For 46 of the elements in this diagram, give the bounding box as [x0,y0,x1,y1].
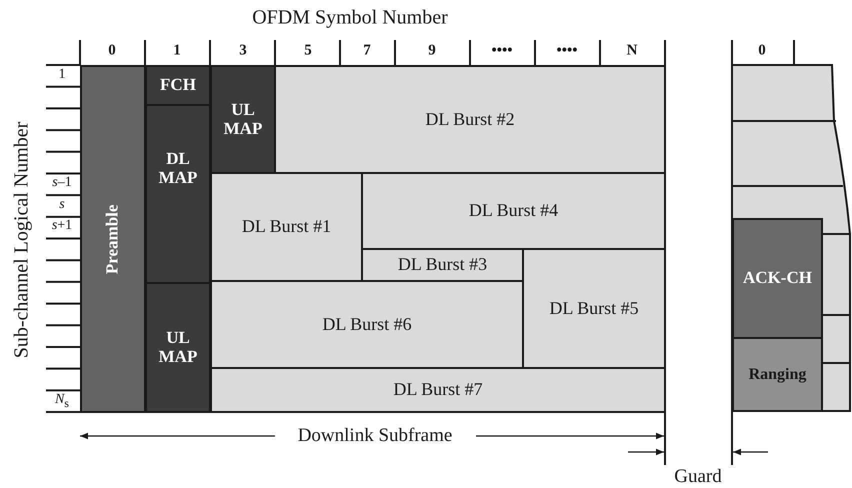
column-label: 9 [428,42,436,60]
block-label: Preamble [104,204,122,274]
fch-block [145,65,211,106]
dimension-label: Downlink Subframe [298,425,452,447]
block-label: DL Burst #4 [468,201,558,221]
ellipsis-label: •••• [556,42,578,60]
dl-map-block [145,104,211,284]
burst-block [361,248,524,282]
burst-block [210,172,363,282]
block-label: UL MAP [158,328,198,366]
column-label: 0 [758,42,766,60]
ellipsis-label: •••• [492,42,512,60]
axis-title: OFDM Symbol Number [252,6,448,30]
column-label: 0 [108,42,116,60]
ranging-block [732,337,823,412]
ul-map-block [210,65,276,174]
block-label: DL Burst #6 [322,314,412,334]
block-label: DL MAP [158,150,198,188]
block-label: UL MAP [222,100,264,138]
preamble-block [80,65,146,413]
column-label: N [626,42,638,60]
row-label: s–1 [52,175,72,191]
column-label: 7 [363,42,371,60]
column-label: 1 [173,42,181,60]
burst-block [274,65,666,174]
block-label: DL Burst #5 [549,298,639,318]
column-label: 5 [304,42,312,60]
burst-block [210,280,524,369]
row-label: s+1 [52,218,72,234]
block-label: DL Burst #1 [242,217,332,237]
block-label: DL Burst #7 [393,380,483,400]
axis-title: Sub-channel Logical Number [10,122,34,358]
burst-block [361,172,666,250]
column-label: 3 [239,42,247,60]
dimension-label: Guard [674,466,722,488]
row-label: 1 [58,67,66,83]
row-label: N$_{s}$ [55,392,69,410]
ul-map-block [145,282,211,413]
block-label: DL Burst #3 [398,255,488,275]
burst-block [210,367,666,413]
block-label: FCH [160,76,196,95]
burst-block [522,248,666,369]
block-label: Ranging [748,366,806,384]
row-label: s [59,197,65,213]
block-label: ACK-CH [743,269,812,288]
block-label: DL Burst #2 [425,110,515,130]
